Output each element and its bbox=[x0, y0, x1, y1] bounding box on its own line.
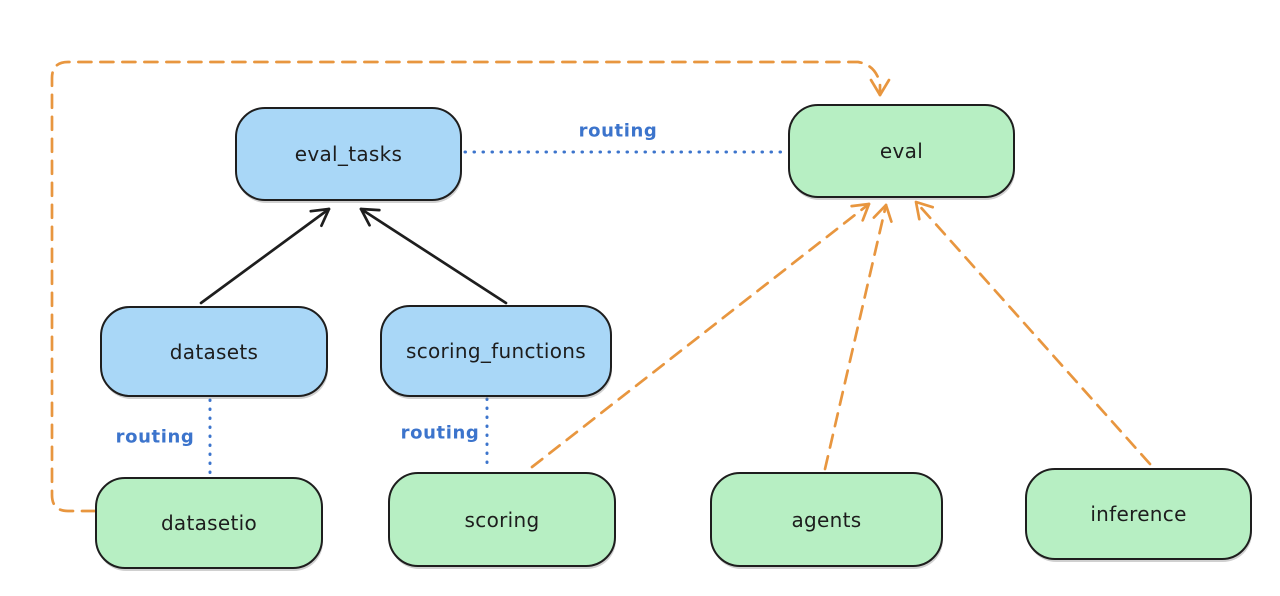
node-inference: inference bbox=[1025, 468, 1252, 560]
node-label: agents bbox=[791, 507, 862, 532]
node-eval: eval bbox=[788, 104, 1015, 198]
node-label: scoring bbox=[464, 507, 540, 532]
node-eval_tasks: eval_tasks bbox=[235, 107, 462, 201]
node-datasetio: datasetio bbox=[95, 477, 323, 569]
node-datasets: datasets bbox=[100, 306, 328, 397]
node-label: datasets bbox=[169, 339, 259, 364]
node-agents: agents bbox=[710, 472, 943, 567]
edge-datasets-to-eval_tasks bbox=[199, 207, 331, 305]
edge-scoring_functions-to-eval_tasks bbox=[359, 207, 508, 305]
node-label: inference bbox=[1090, 502, 1187, 526]
node-scoring: scoring bbox=[388, 472, 616, 567]
edge-agents-to-eval bbox=[823, 203, 893, 471]
routing-label: routing bbox=[578, 120, 658, 142]
routing-label: routing bbox=[400, 422, 480, 444]
edge-scoring-to-eval bbox=[530, 202, 871, 469]
edge-inference-to-eval bbox=[914, 200, 1152, 466]
node-label: eval_tasks bbox=[294, 142, 403, 166]
node-label: datasetio bbox=[160, 511, 258, 535]
edge-datasetio-to-eval bbox=[50, 60, 891, 513]
node-label: scoring_functions bbox=[405, 339, 587, 363]
routing-label: routing bbox=[115, 426, 195, 448]
node-label: eval bbox=[879, 139, 924, 163]
node-scoring_functions: scoring_functions bbox=[380, 305, 612, 397]
